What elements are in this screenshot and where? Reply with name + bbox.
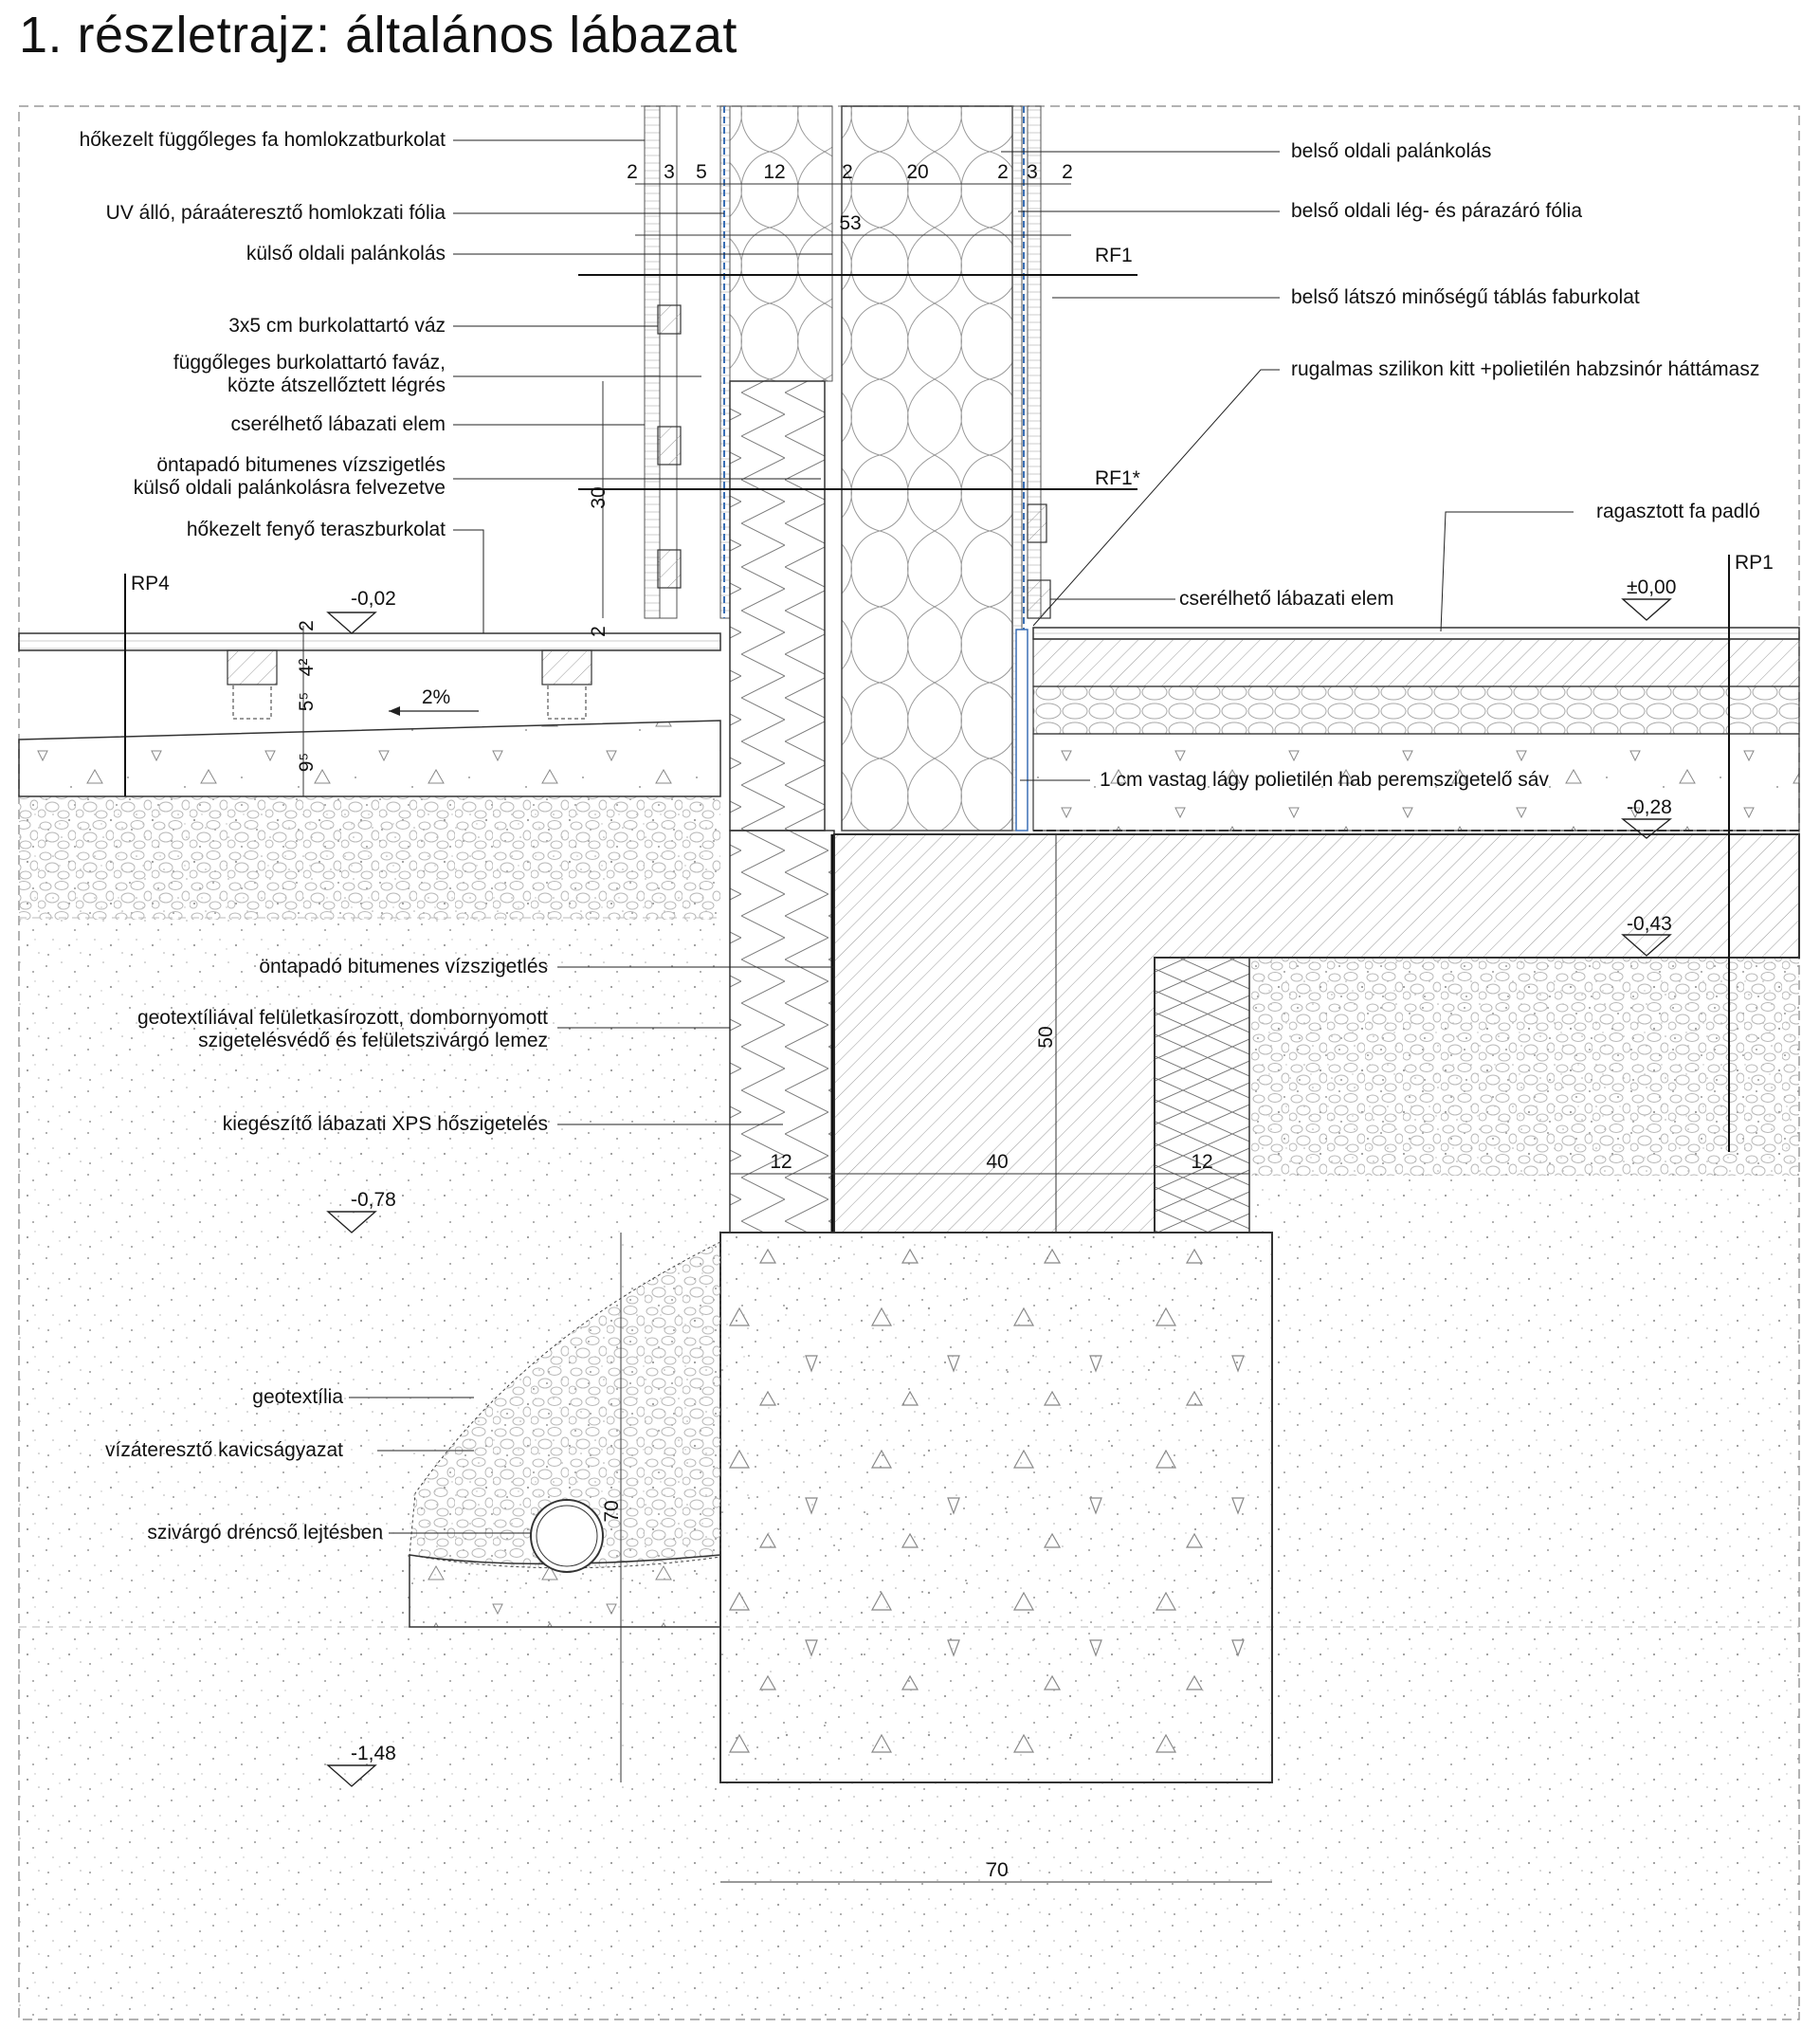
dim-layer-7: 2 [997, 161, 1009, 183]
dim-layer-3: 5 [696, 161, 707, 183]
label-bitumen-up-2: külső oldali palánkolásra felvezetve [134, 477, 446, 499]
level-slab: -0,28 [1627, 796, 1672, 818]
insulation-core [841, 105, 1013, 831]
label-geotextile: geotextília [252, 1386, 343, 1408]
label-plinth-element: cserélhető lábazati elem [231, 413, 446, 435]
level-floor: ±0,00 [1627, 576, 1676, 598]
section-mark-rf1-star: RF1* [1095, 467, 1140, 489]
label-vapour-barrier: belső oldali lég- és párazáró fólia [1291, 200, 1582, 222]
dim-base-middle: 40 [986, 1151, 1008, 1173]
terrace-decking [18, 632, 721, 651]
label-silicone: rugalmas szilikon kitt +polietilén habzs… [1291, 358, 1759, 380]
leaders-right [1001, 151, 1574, 781]
dim-footing-height: 70 [601, 1500, 623, 1522]
label-plinth-xps: kiegészítő lábazati XPS hőszigetelés [223, 1113, 548, 1135]
label-inner-sheathing: belső oldali palánkolás [1291, 140, 1491, 162]
dim-terrace-slab: 9⁵ [296, 753, 318, 772]
label-glued-floor: ragasztott fa padló [1596, 501, 1760, 522]
dim-layer-6: 20 [906, 161, 928, 183]
dim-wall-total: 53 [839, 212, 861, 234]
label-terrace-decking: hőkezelt fenyő teraszburkolat [187, 519, 446, 540]
label-drain-pipe: szivárgó dréncső lejtésben [147, 1522, 383, 1544]
terrace-slab [18, 720, 721, 797]
section-mark-rp1: RP1 [1735, 552, 1774, 574]
level-footing-bottom: -1,48 [351, 1743, 396, 1764]
level-footing-top: -0,78 [351, 1189, 396, 1211]
leaders-left [349, 139, 834, 1534]
edge-strip [1015, 629, 1028, 831]
section-mark-rp4: RP4 [131, 573, 170, 594]
footing [719, 1232, 1273, 1783]
insulation-outer [729, 105, 833, 382]
dim-base-left: 12 [770, 1151, 792, 1173]
drain-pipe-inner [536, 1505, 598, 1567]
terrace-pedestal [232, 684, 272, 720]
label-batten-frame: 3x5 cm burkolattartó váz [228, 315, 446, 337]
dim-layer-2: 3 [664, 161, 675, 183]
label-inner-panel: belső látszó minőségű táblás faburkolat [1291, 286, 1640, 308]
label-facade-cladding: hőkezelt függőleges fa homlokzatburkolat [80, 129, 446, 151]
batten [657, 549, 682, 589]
dim-plinth-height: 30 [588, 486, 610, 508]
batten [657, 304, 682, 335]
dim-gap: 2 [588, 626, 610, 637]
dim-footing-width: 70 [986, 1859, 1008, 1881]
facade-cladding [644, 105, 661, 619]
label-bitumen-up: öntapadó bitumenes vízszigetlés [156, 454, 446, 476]
label-inner-plinth: cserélhető lábazati elem [1179, 588, 1393, 610]
slope-arrow-head [389, 706, 400, 716]
terrace-pedestal [547, 684, 587, 720]
dim-layer-9: 2 [1062, 161, 1073, 183]
drain-pipe [530, 1499, 604, 1573]
label-uv-membrane: UV álló, páraáteresztő homlokzati fólia [106, 202, 446, 224]
inner-plinth-element [1027, 579, 1051, 619]
gravel-layer-interior [1251, 958, 1799, 1176]
dim-layer-1: 2 [627, 161, 638, 183]
battens [659, 105, 678, 619]
level-markers [326, 598, 1672, 1787]
dim-layer-4: 12 [763, 161, 785, 183]
dim-base-right: 12 [1191, 1151, 1212, 1173]
label-outer-sheathing: külső oldali palánkolás [246, 243, 446, 265]
label-vertical-frame: függőleges burkolattartó faváz, [173, 352, 446, 374]
terrace-joist [227, 649, 278, 685]
plinth-xps-lower [729, 830, 835, 1233]
dim-wall-base-height: 50 [1035, 1026, 1057, 1048]
dim-terrace-pedestal: 5⁵ [296, 692, 318, 711]
drawing-title: 1. részletrajz: általános lábazat [19, 7, 737, 64]
dim-layer-8: 3 [1027, 161, 1038, 183]
dim-terrace-decking: 2 [296, 620, 318, 631]
label-vertical-frame-2: közte átszellőztett légrés [228, 375, 446, 396]
dim-lines [302, 183, 1272, 1883]
section-mark-rf1: RF1 [1095, 245, 1133, 266]
inner-batten [1027, 503, 1047, 543]
level-terrace: -0,02 [351, 588, 396, 610]
label-dimple-sheet-2: szigetelésvédő és felületszivárgó lemez [198, 1030, 548, 1051]
floor-insulation [1032, 685, 1800, 735]
label-dimple-sheet: geotextíliával felületkasírozott, dombor… [137, 1007, 548, 1029]
batten [657, 426, 682, 466]
plinth-xps [729, 380, 826, 831]
terrace-joist [541, 649, 592, 685]
slope-label: 2% [422, 686, 450, 708]
label-gravel-bed: vízáteresztő kavicságyazat [105, 1439, 343, 1461]
gravel-layer-exterior [19, 796, 720, 920]
dim-terrace-joist: 4² [296, 659, 318, 677]
label-edge-strip: 1 cm vastag lágy polietilén hab peremszi… [1100, 769, 1549, 791]
label-bitumen: öntapadó bitumenes vízszigetlés [259, 956, 548, 977]
inner-xps [1154, 957, 1250, 1233]
level-base: -0,43 [1627, 913, 1672, 935]
dim-layer-5: 2 [842, 161, 853, 183]
floor-screed [1032, 733, 1800, 831]
parquet-floor [1032, 627, 1800, 640]
floor-board [1032, 638, 1800, 687]
